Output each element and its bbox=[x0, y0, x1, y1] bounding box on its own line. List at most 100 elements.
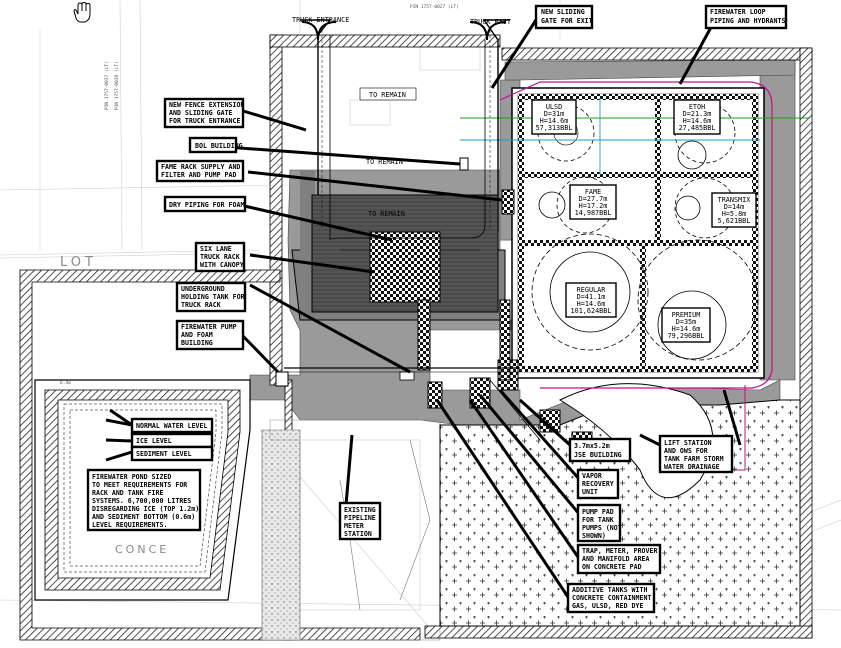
callout-line: METER bbox=[344, 522, 364, 530]
tank-etoh-line: D=21.3m bbox=[683, 110, 712, 118]
callout-line: ICE LEVEL bbox=[136, 437, 172, 445]
callouts: NEW SLIDING GATE FOR EXIT FIREWATER LOOP… bbox=[86, 4, 788, 614]
callout-new-fence-extension: NEW FENCE EXTENSION AND SLIDING GATE FOR… bbox=[163, 97, 244, 129]
tank-transmix-line: D=14m bbox=[724, 203, 744, 211]
callout-dry-piping: DRY PIPING FOR FOAM bbox=[163, 195, 247, 213]
callout-line: FIREWATER LOOP bbox=[710, 8, 766, 16]
tank-regular-line: REGULAR bbox=[577, 286, 607, 294]
tank-ulsd-line: ULSD bbox=[546, 103, 562, 111]
callout-line: PUMP PAD bbox=[582, 508, 614, 516]
to-remain-label-3: TO REMAIN bbox=[368, 210, 405, 218]
callout-line: SEDIMENT LEVEL bbox=[136, 450, 192, 458]
concrete-area bbox=[261, 429, 301, 641]
callout-line: HOLDING TANK FOR bbox=[181, 293, 245, 301]
callout-line: TO MEET REQUIREMENTS FOR bbox=[92, 481, 187, 489]
callout-line: TRAP, METER, PROVER bbox=[582, 547, 657, 555]
callout-line: JSE BUILDING bbox=[574, 451, 622, 459]
callout-pump-pad: PUMP PAD FOR TANK PUMPS (NOT SHOWN) bbox=[576, 503, 622, 543]
callout-line: TRUCK RACK bbox=[200, 253, 240, 261]
callout-lift-station: LIFT STATION AND OWS FOR TANK FARM STORM… bbox=[658, 434, 734, 474]
pipeline-area-outline bbox=[269, 419, 441, 641]
callout-line: PUMPS (NOT bbox=[582, 524, 622, 532]
truck-entrance-label: TRUCK ENTRANCE bbox=[292, 16, 349, 24]
callout-line: BUILDING bbox=[181, 339, 213, 347]
tank-premium-line: H=14.6m bbox=[672, 325, 701, 333]
callout-line: EXISTING bbox=[344, 506, 376, 514]
callout-jse-building: 3.7mx5.2m JSE BUILDING bbox=[568, 437, 632, 463]
pin-left-label-1: PIN 1757-0037 (LT) bbox=[104, 61, 110, 110]
tank-transmix-line: TRANSMIX bbox=[718, 196, 752, 204]
callout-line: VAPOR bbox=[582, 472, 602, 480]
callout-firewater-pond: FIREWATER POND SIZED TO MEET REQUIREMENT… bbox=[86, 468, 202, 532]
callout-line: SIX LANE bbox=[200, 245, 232, 253]
tank-premium-label: PREMIUM D=35m H=14.6m 79,296BBL bbox=[661, 307, 711, 343]
plain-labels: TRUCK ENTRANCE TRUCK EXIT TO REMAIN TO R… bbox=[60, 4, 511, 556]
hand-cursor-icon bbox=[73, 1, 91, 23]
callout-six-lane: SIX LANE TRUCK RACK WITH CANOPY bbox=[194, 241, 246, 273]
truck-rack-loop bbox=[291, 19, 510, 321]
callout-line: FAME RACK SUPPLY AND bbox=[161, 163, 240, 171]
pin-left-label-2: PIN 1757-0038 (LT) bbox=[114, 61, 120, 110]
tank-etoh-label: ETOH D=21.3m H=14.6m 27,485BBL bbox=[673, 99, 721, 135]
callout-firewater-loop: FIREWATER LOOP PIPING AND HYDRANTS bbox=[704, 4, 788, 30]
tank-fame-line: 14,987BBL bbox=[575, 209, 612, 217]
callout-line: AND SLIDING GATE bbox=[169, 109, 233, 117]
pin-top-label: PIN 1757-0027 (LT) bbox=[410, 4, 459, 10]
callout-line: 3.7mx5.2m bbox=[574, 442, 610, 450]
callout-fame-rack-supply: FAME RACK SUPPLY AND FILTER AND PUMP PAD bbox=[155, 159, 245, 183]
callout-line: FIREWATER POND SIZED bbox=[92, 473, 171, 481]
tank-ulsd-line: 57,313BBL bbox=[536, 124, 573, 132]
callout-bol-building: BOL BUILDING bbox=[188, 136, 243, 154]
callout-firewater-pump: FIREWATER PUMP AND FOAM BUILDING bbox=[175, 319, 245, 351]
tank-premium-line: D=35m bbox=[676, 318, 696, 326]
tank-premium-line: PREMIUM bbox=[672, 311, 701, 319]
to-remain-label-2: TO REMAIN bbox=[366, 158, 403, 166]
tank-farm bbox=[460, 81, 810, 471]
callout-line: PIPELINE bbox=[344, 514, 376, 522]
callout-line: AND OWS FOR bbox=[664, 447, 708, 455]
callout-line: SYSTEMS. 6,700,000 LITRES bbox=[92, 497, 191, 505]
facility-blocks bbox=[275, 157, 593, 611]
tank-ulsd-line: H=14.6m bbox=[540, 117, 569, 125]
callout-ice-level: ICE LEVEL bbox=[130, 432, 214, 449]
callout-line: TRUCK RACK bbox=[181, 301, 221, 309]
tank-transmix-line: 5,621BBL bbox=[718, 217, 751, 225]
lot-label: LOT bbox=[60, 255, 97, 270]
callout-line: FOR TANK bbox=[582, 516, 614, 524]
callout-line: AND SEDIMENT BOTTOM (0.6m) bbox=[92, 513, 195, 521]
tank-regular-line: D=41.1m bbox=[577, 293, 606, 301]
tank-premium-line: 79,296BBL bbox=[668, 332, 705, 340]
concrete-label: CONCE bbox=[115, 543, 169, 556]
callout-existing-pipeline: EXISTING PIPELINE METER STATION bbox=[338, 501, 382, 541]
tank-etoh-line: H=14.6m bbox=[683, 117, 712, 125]
callout-line: CONCRETE CONTAINMENT bbox=[572, 594, 651, 602]
callout-line: WITH CANOPY bbox=[200, 261, 244, 269]
callout-normal-water: NORMAL WATER LEVEL bbox=[130, 417, 214, 434]
callout-line: NEW SLIDING bbox=[541, 8, 585, 16]
tank-labels: ULSD D=31m H=14.6m 57,313BBL ETOH D=21.3… bbox=[531, 99, 757, 343]
tank-fame-line: D=27.7m bbox=[579, 195, 608, 203]
callout-line: SHOWN) bbox=[582, 532, 606, 540]
callout-underground-tank: UNDERGROUND HOLDING TANK FOR TRUCK RACK bbox=[175, 281, 247, 313]
callout-line: DISREGARDING ICE (TOP 1.2m) bbox=[92, 505, 199, 513]
callout-line: FIREWATER PUMP bbox=[181, 323, 237, 331]
callout-new-sliding-gate: NEW SLIDING GATE FOR EXIT bbox=[534, 4, 594, 30]
callout-line: PIPING AND HYDRANTS bbox=[710, 17, 785, 25]
callout-line: AND FOAM bbox=[181, 331, 213, 339]
callout-line: STATION bbox=[344, 530, 372, 538]
callout-line: LEVEL REQUIREMENTS. bbox=[92, 521, 167, 529]
tank-regular-line: H=14.6m bbox=[577, 300, 606, 308]
callout-line: UNIT bbox=[582, 488, 598, 496]
tank-etoh-line: ETOH bbox=[689, 103, 705, 111]
tank-ulsd-line: D=31m bbox=[544, 110, 564, 118]
callout-line: GAS, ULSD, RED DYE bbox=[572, 602, 643, 610]
tank-etoh-line: 27,485BBL bbox=[679, 124, 716, 132]
callout-line: AND MANIFOLD AREA bbox=[582, 555, 650, 563]
tank-fame-label: FAME D=27.7m H=17.2m 14,987BBL bbox=[569, 184, 617, 220]
tank-fame-line: FAME bbox=[585, 188, 601, 196]
callout-trap-meter: TRAP, METER, PROVER AND MANIFOLD AREA ON… bbox=[576, 543, 662, 575]
tank-ulsd-label: ULSD D=31m H=14.6m 57,313BBL bbox=[531, 99, 577, 135]
callout-line: UNDERGROUND bbox=[181, 285, 225, 293]
callout-line: NORMAL WATER LEVEL bbox=[136, 422, 207, 430]
